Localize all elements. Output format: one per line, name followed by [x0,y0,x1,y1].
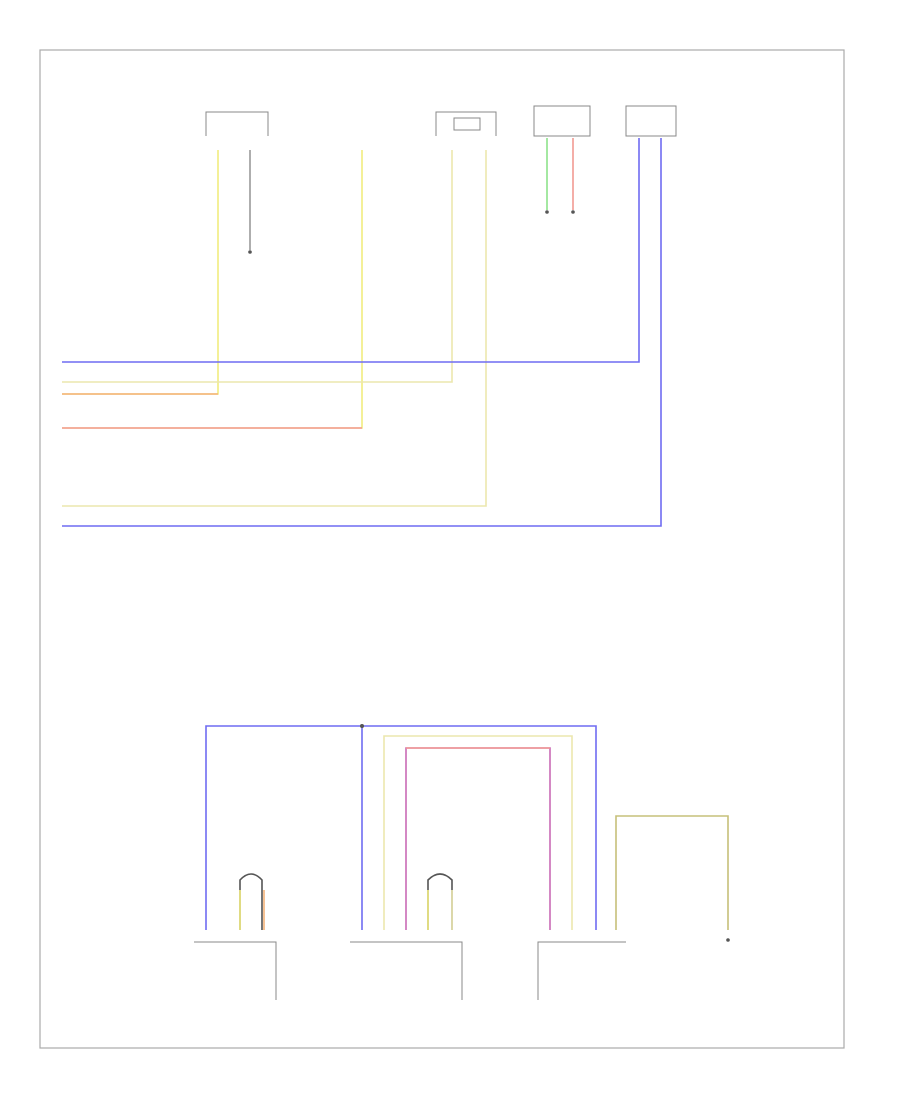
wire-blue-w6 [62,138,662,527]
module-right-outline [537,941,626,1000]
wire-yellow-connector-1-to-w2 [62,150,219,395]
ground-note-1 [248,250,252,254]
wire-olive-to-ground-3 [615,815,729,930]
connector-1 [205,111,269,136]
ground-note-2 [545,210,575,214]
module-center-outline [350,941,463,1000]
wire-yellow-connector-2 [62,150,363,429]
ground-2-terminal-b [571,210,575,214]
splice-center [427,873,453,930]
wire-blue-bottom-loop [205,725,597,930]
ground-note-3 [726,938,730,942]
module-center [350,941,463,1000]
ground-1-terminal [248,250,252,254]
connector-3 [435,111,497,136]
splice-left-bridge [239,873,263,930]
connector-4 [533,105,591,137]
connector-3-outline [435,111,497,136]
connector-1-outline [205,111,269,136]
connector-4-outline [533,105,591,137]
splice-center-bridge [427,873,453,930]
ground-2-terminal-a [545,210,549,214]
wire-pale-yellow-bottom [383,735,573,930]
module-right [537,941,626,1000]
connector-5 [625,105,677,137]
wire-blue-w1 [62,138,640,363]
wire-pale-yellow-connector-3-b [62,150,487,507]
wire-pale-yellow-connector-3-a [62,150,453,383]
connector-3-inner-box [453,117,481,131]
splice-point-blue [360,724,364,728]
module-left-outline [194,941,277,1000]
connector-5-outline [625,105,677,137]
module-left [194,941,277,1000]
splice-left [239,873,265,930]
diagram-frame [39,49,845,1049]
ground-3-terminal [726,938,730,942]
